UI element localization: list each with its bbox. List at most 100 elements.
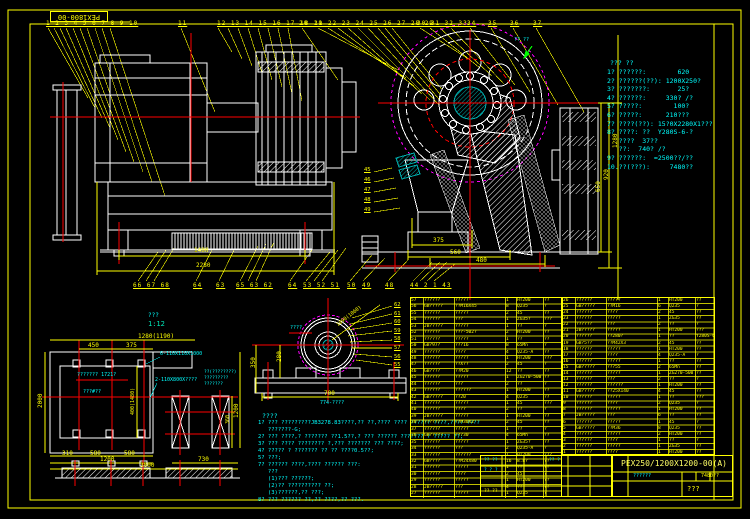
bom-cell-code: ??????: [424, 375, 455, 382]
bom-row: 22 ?????? ??? 2 ?? ?: [563, 322, 714, 329]
spec-line: 3? ???????: 25?: [607, 85, 690, 94]
dim-1400: 1400: [194, 247, 209, 254]
bom-cell-material: ??: [669, 334, 696, 341]
bom-cell-no: 45: [411, 375, 424, 382]
spec-line: 6? ?????: 210???: [607, 110, 690, 119]
bom-cell-no: 22: [563, 322, 576, 329]
bom-cell-remark: ?: [544, 407, 547, 413]
spec-line: 8? ????: ?? Y280S-6-?: [607, 128, 694, 137]
bom-cell-name: ????: [607, 401, 658, 408]
bom-cell-code: GB?5??: [576, 340, 607, 347]
bom-cell-code: ??????: [576, 449, 607, 457]
bom-cell-material: HT200: [669, 407, 696, 414]
bom-row: 24 ?????? ???? 2 45 ??: [563, 310, 714, 317]
part-balloon: 58: [394, 336, 401, 343]
spec-line: 7? ????(??): 15?0X2280X1???: [607, 119, 713, 128]
bom-cell-qty: 1: [658, 407, 669, 414]
bom-cell-name: ???: [455, 446, 506, 453]
bom-cell-remark: ??: [544, 484, 550, 490]
bom-row: 28 JB????? ??? 4 ?? ??: [411, 484, 561, 492]
dim-730: 730: [198, 456, 209, 463]
top-balloon-34: 34: [467, 20, 477, 27]
note-line: 8? ??? ?????? ??,?? ????,?? ???.: [258, 497, 364, 503]
bom-row: 25 GB????? ??M16 6 Q235 ?: [563, 304, 714, 311]
bom-cell-name: ?????: [455, 465, 506, 472]
bom-cell-material: ZG35: [669, 316, 696, 323]
bom-cell-no: 44: [411, 381, 424, 389]
bom-cell-remark: ?: [544, 491, 547, 497]
bom-cell-no: 33: [411, 452, 424, 459]
bom-cell-remark: ??: [696, 370, 702, 376]
part-balloon: 48: [364, 197, 371, 203]
bom-row: 52 ?????? ???-502? 2 HT200 ??: [411, 330, 561, 337]
part-balloon: 59: [394, 327, 401, 334]
foundation-note-2: ?????????: [204, 376, 229, 381]
bom-cell-no: 25: [563, 304, 576, 311]
top-balloon-36: 36: [510, 20, 520, 27]
bom-cell-material: Q235: [669, 401, 696, 408]
bom-cell-qty: 1: [506, 323, 517, 331]
bom-cell-no: 5: [563, 425, 576, 432]
bom-row: 30 ?????? ???? 2 45 ?: [411, 471, 561, 479]
bom-cell-code: ??????: [576, 401, 607, 408]
bom-cell-code: GB?????: [424, 433, 455, 440]
dim-560: 560: [450, 249, 461, 256]
dim-280: 280: [276, 351, 283, 362]
foundation-note-1: ??(????????): [204, 370, 237, 375]
bom-cell-code: ??????: [576, 346, 607, 353]
callout-anchor-bolts: 6-110X110X1000: [160, 351, 203, 357]
corner-drawing-number-box: PEX1800-00: [50, 11, 108, 22]
bom-cell-qty: 1: [506, 298, 517, 305]
bom-cell-code: ??????: [424, 420, 455, 427]
bom-cell-remark: ??: [544, 310, 550, 316]
bom-row: 47 ?????? ??X?? 2 45 ?: [411, 362, 561, 369]
notes-title: ????: [262, 412, 278, 420]
bom-cell-material: ??: [517, 323, 544, 331]
bom-cell-code: ??????: [424, 381, 455, 389]
bom-cell-remark: ?: [544, 426, 547, 432]
bom-cell-remark: ??: [544, 375, 550, 381]
bom-cell-no: 48: [411, 355, 424, 363]
bom-cell-material: ??: [517, 336, 544, 344]
bom-cell-name: ?????: [455, 491, 506, 498]
bom-cell-material: ??: [517, 484, 544, 492]
bom-cell-code: ??????: [576, 358, 607, 365]
bom-cell-qty: 1: [658, 383, 669, 390]
bom-cell-remark: ???: [696, 395, 705, 401]
foundation-label-a: ??????? 1721?: [77, 372, 117, 378]
top-balloon-11: 11: [178, 20, 188, 27]
note-line: (3)??????,?? ???;: [258, 490, 325, 496]
dim-774: 774-????: [320, 400, 345, 406]
bom-cell-code: JB?????: [576, 413, 607, 420]
bom-cell-name: ?????: [455, 413, 506, 421]
title-block-grid: [612, 455, 733, 497]
bom-row: 7 JB????? ??? 6 ?? ??: [563, 413, 714, 420]
front-view-dimensions: [96, 182, 335, 275]
bom-cell-code: ??????: [576, 437, 607, 444]
spec-line: 1? ??????: 620: [607, 68, 690, 76]
bom-cell-name: ?????: [455, 401, 506, 408]
bom-row: 17 ?????? ???? 4 Q235-A ?: [563, 352, 714, 359]
bom-cell-qty: 1: [506, 478, 517, 485]
foundation-plan: [49, 351, 230, 454]
bom-cell-qty: 1: [506, 401, 517, 408]
foundation-scale: 1:12: [148, 320, 165, 328]
dim-2280: 2280: [196, 262, 211, 269]
bom-cell-no: 17: [563, 352, 576, 359]
bom-cell-remark: ?: [544, 304, 547, 310]
bom-cell-material: HT200: [517, 355, 544, 363]
bom-cell-material: Q235-A: [517, 349, 544, 356]
bom-cell-remark: ?: [544, 381, 547, 387]
bom-cell-material: HT200: [517, 388, 544, 395]
bom-cell-qty: 1: [658, 328, 669, 335]
bom-cell-remark: ?: [696, 419, 699, 425]
bom-cell-material: HT200: [669, 383, 696, 390]
bom-cell-code: JB?????: [424, 484, 455, 492]
bottom-balloons-65-62: 65 63 62: [236, 282, 273, 289]
bom-cell-remark: ?: [696, 322, 699, 328]
bom-cell-name: ????: [455, 407, 506, 414]
bom-cell-no: 13: [563, 377, 576, 384]
bom-row: 46 GB???? ??M20 12 ?? ??: [411, 368, 561, 376]
